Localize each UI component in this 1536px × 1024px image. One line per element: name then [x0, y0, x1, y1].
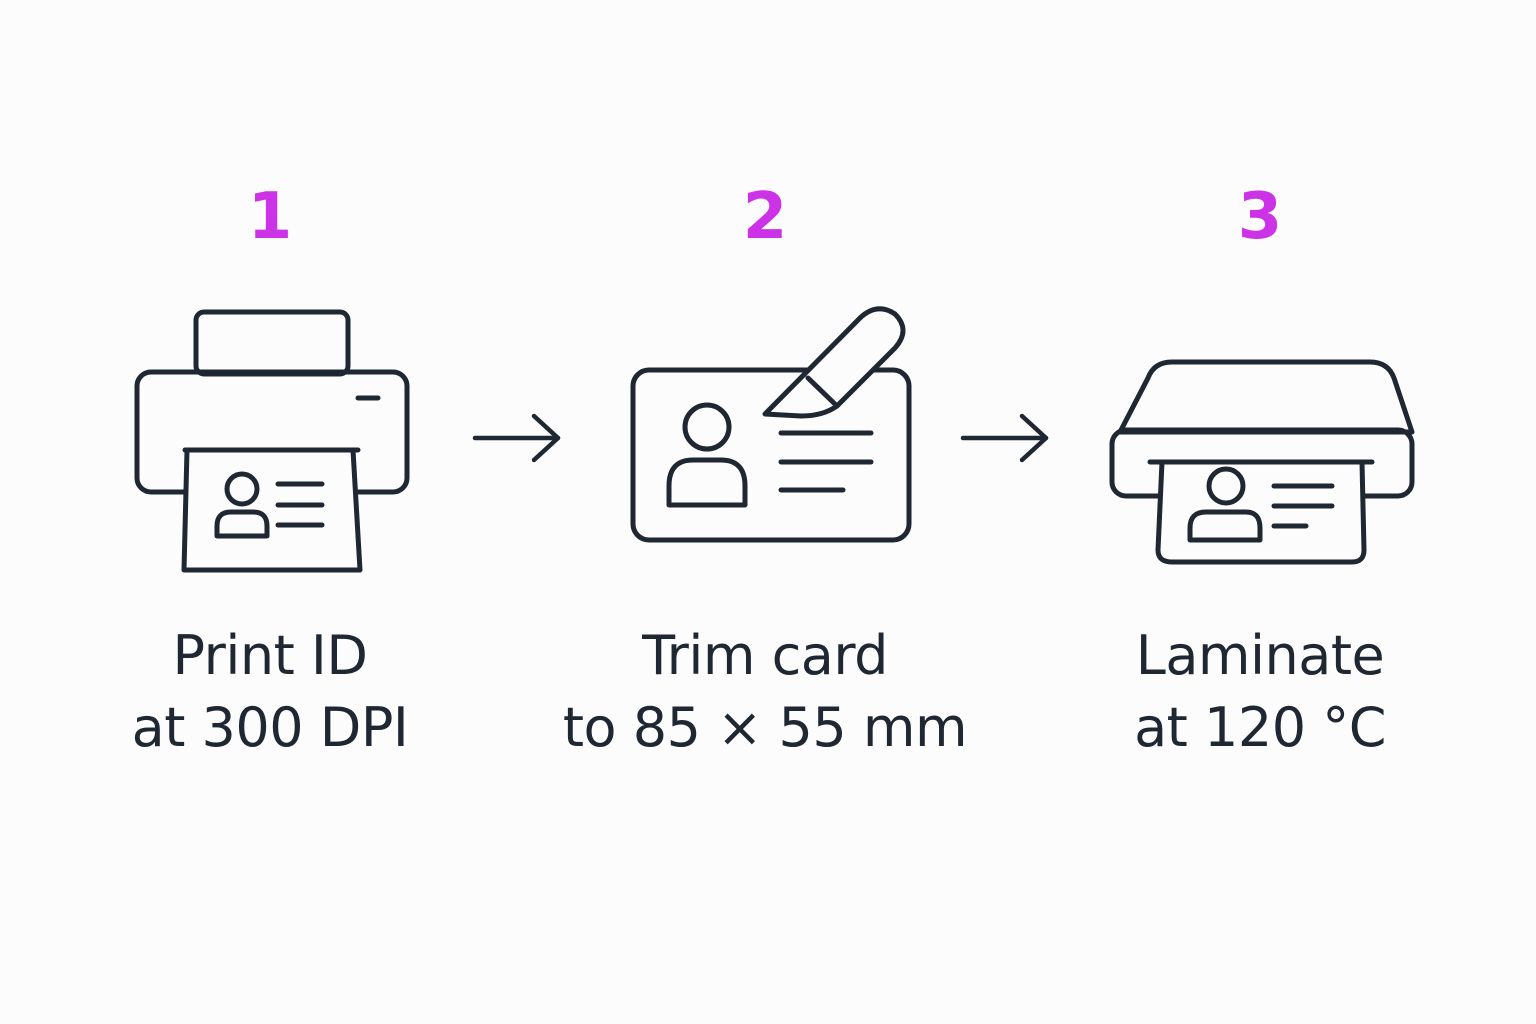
caption-line-2: to 85 × 55 mm	[562, 696, 968, 759]
caption-line-1: Print ID	[172, 624, 368, 687]
step-number: 2	[742, 180, 788, 254]
id-card-knife-icon	[630, 306, 912, 543]
step-3: 3 Laminate at 120 °C	[1050, 0, 1470, 1024]
caption-line-1: Laminate	[1135, 624, 1385, 687]
caption-line-1: Trim card	[642, 624, 888, 687]
printer-icon	[134, 309, 410, 573]
step-number: 3	[1237, 180, 1283, 254]
caption-line-2: at 300 DPI	[131, 696, 409, 759]
step-caption: Print ID at 300 DPI	[60, 620, 480, 764]
step-caption: Laminate at 120 °C	[1050, 620, 1470, 764]
step-2: 2 Trim card to 85 × 55 mm	[555, 0, 975, 1024]
caption-line-2: at 120 °C	[1134, 696, 1386, 759]
step-1: 1 Print ID at 300 DPI	[60, 0, 480, 1024]
arrow-right-icon	[472, 413, 561, 463]
laminator-icon	[1109, 359, 1415, 565]
step-number: 1	[247, 180, 293, 254]
arrow-right-icon	[960, 413, 1049, 463]
step-caption: Trim card to 85 × 55 mm	[555, 620, 975, 764]
